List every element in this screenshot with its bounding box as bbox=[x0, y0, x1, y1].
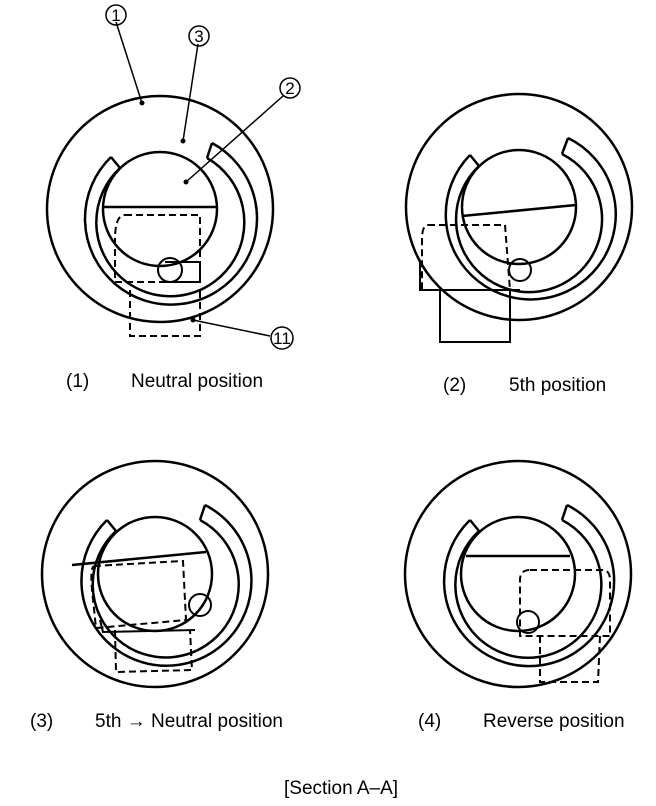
panel-4-number: (4) bbox=[418, 711, 442, 732]
panel-3-number: (3) bbox=[30, 711, 54, 732]
panel-1-caption: Neutral position bbox=[131, 371, 264, 392]
panel-2-number: (2) bbox=[443, 375, 467, 396]
callout-1-text: 1 bbox=[111, 6, 120, 25]
callout-11: 11 bbox=[270, 326, 294, 350]
callout-11-text: 11 bbox=[273, 329, 291, 348]
callout-2-text: 2 bbox=[285, 79, 294, 98]
callout-1: 1 bbox=[105, 4, 127, 26]
section-title: [Section A–A] bbox=[284, 778, 399, 799]
panel-4-caption: Reverse position bbox=[483, 711, 625, 732]
callout-3-text: 3 bbox=[194, 27, 203, 46]
panel-3-caption: 5th → Neutral position bbox=[95, 711, 283, 732]
panel-1-drawing bbox=[45, 21, 284, 337]
callout-3: 3 bbox=[188, 25, 210, 47]
panel-2-drawing bbox=[404, 92, 634, 343]
panel-4-drawing bbox=[403, 459, 633, 689]
panel-1-number: (1) bbox=[66, 371, 90, 392]
panel-2-caption: 5th position bbox=[509, 375, 607, 396]
panel-3-drawing bbox=[40, 459, 270, 689]
callout-2: 2 bbox=[279, 77, 301, 99]
